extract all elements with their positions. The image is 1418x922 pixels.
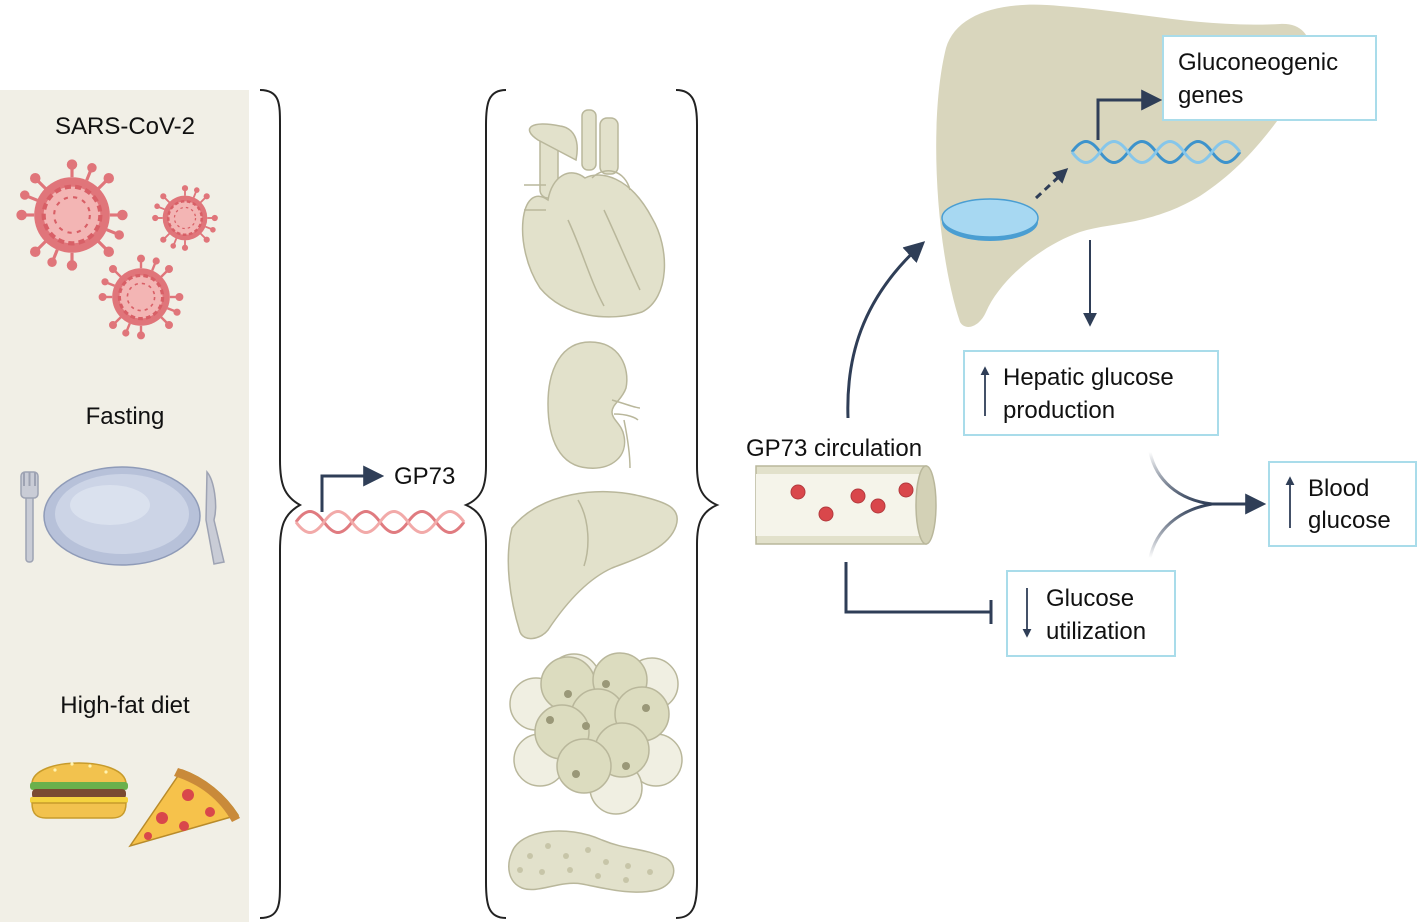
fasting-label: Fasting (86, 403, 165, 430)
gluconeogenic-genes-line1: Gluconeogenic (1178, 49, 1338, 76)
gluconeogenic-genes-box (1162, 35, 1377, 121)
empty-plate-icon (20, 466, 225, 566)
hepatic-glucose-production-box (963, 350, 1219, 436)
hepatic-line1: Hepatic glucose (1003, 364, 1174, 391)
adipose-tissue-icon (509, 652, 683, 815)
blood-glucose-box (1268, 461, 1417, 547)
converge-lower (1148, 502, 1213, 559)
high-fat-diet-label: High-fat diet (60, 692, 190, 719)
glucose-utilization-box (1006, 570, 1176, 657)
signal-dashed-arrow (1034, 167, 1069, 200)
brace-organs-right (675, 89, 720, 919)
liver-icon (507, 490, 678, 640)
pancreas-icon (508, 830, 675, 893)
blood-vessel-icon (755, 465, 937, 545)
kidney-icon (547, 341, 641, 469)
utilization-line2: utilization (1046, 618, 1146, 645)
hepatic-line2: production (1003, 397, 1115, 424)
blood-line2: glucose (1308, 507, 1391, 534)
circulation-to-liver-arrow (846, 241, 926, 419)
heart-icon (521, 109, 666, 318)
blood-line1: Blood (1308, 475, 1369, 502)
sars-cov-2-label: SARS-CoV-2 (55, 113, 195, 140)
burger-pizza-icon (30, 762, 240, 848)
brace-left (259, 89, 303, 919)
converge-upper (1148, 451, 1213, 506)
gluconeogenic-dna (1070, 89, 1242, 164)
gp73-label: GP73 (394, 463, 455, 490)
inhibition-line (844, 562, 990, 614)
gp73-receptor (941, 198, 1039, 241)
gp73-circulation-label: GP73 circulation (746, 435, 922, 462)
gluconeogenic-genes-line2: genes (1178, 82, 1243, 109)
brace-organs-left (463, 89, 507, 919)
utilization-line1: Glucose (1046, 585, 1134, 612)
gp73-gene (294, 465, 466, 534)
